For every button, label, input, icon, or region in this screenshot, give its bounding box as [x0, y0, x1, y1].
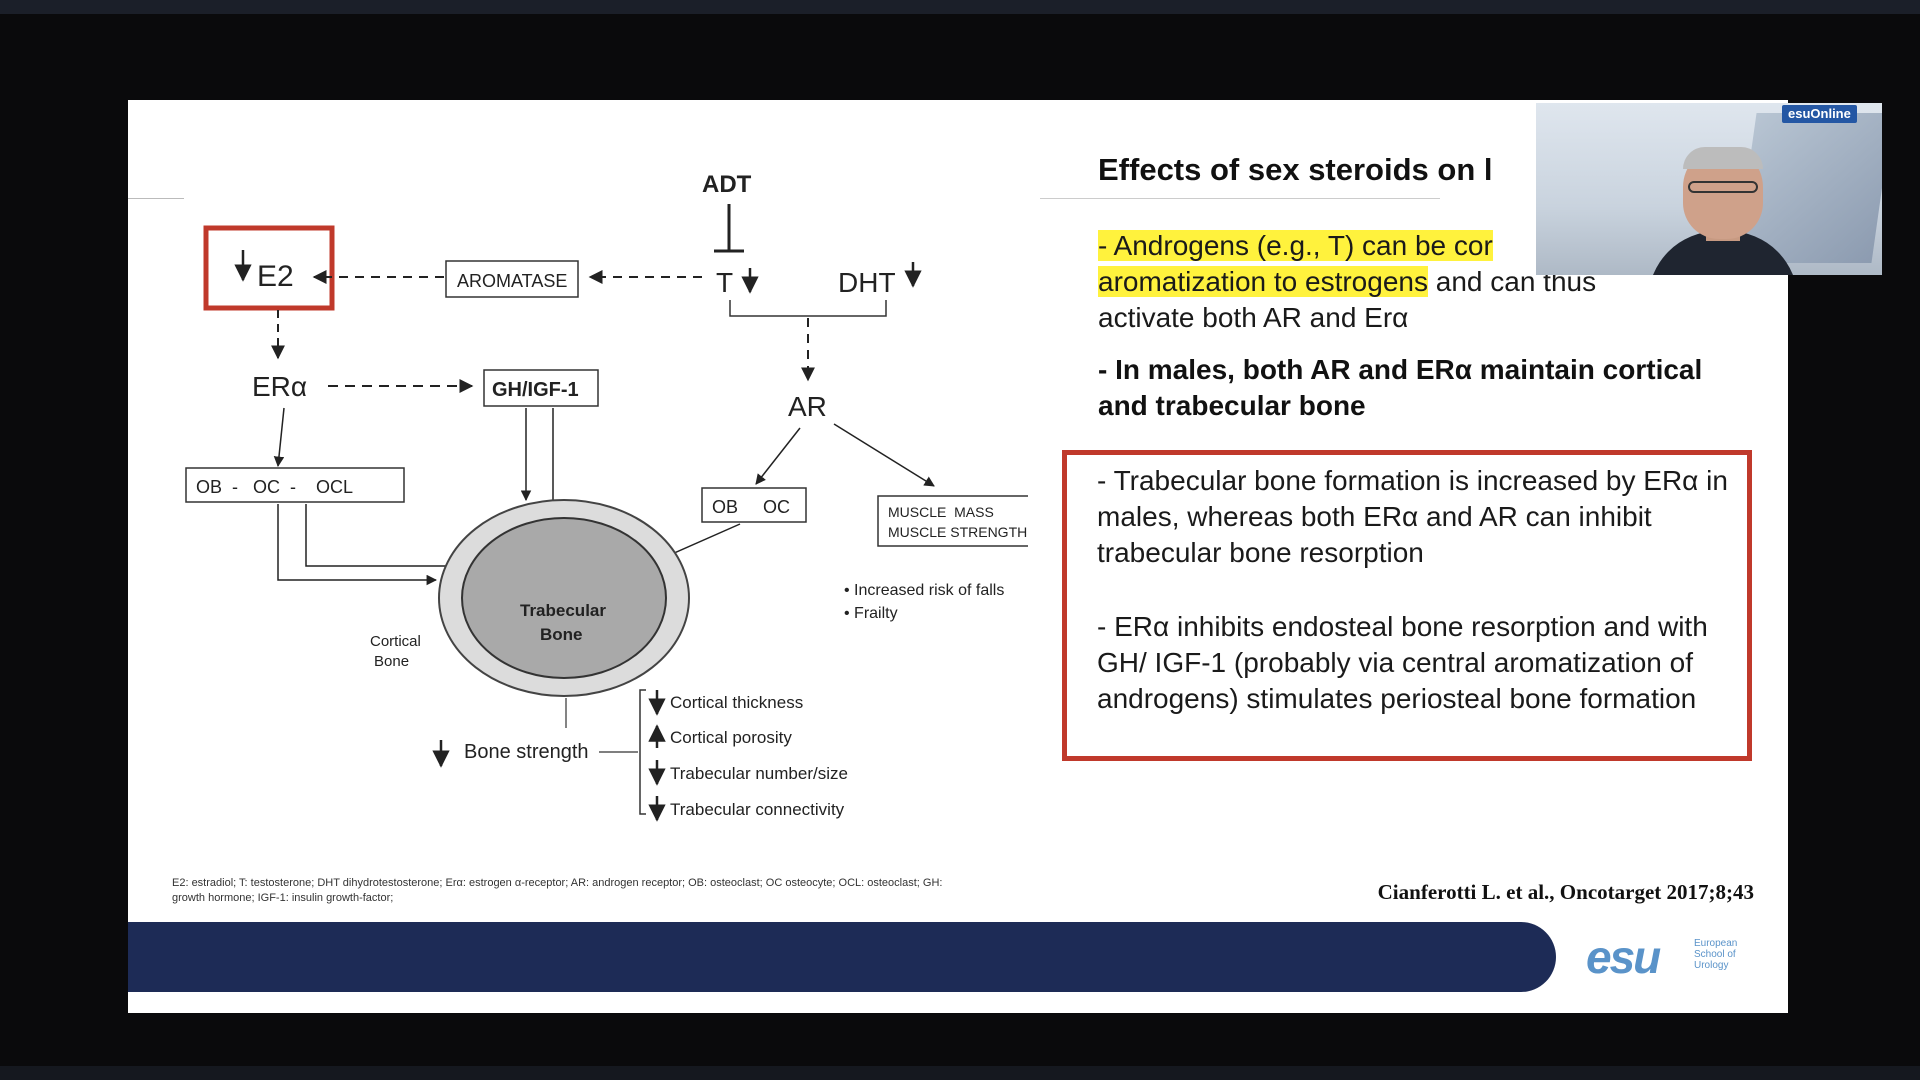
aromatase-box: [445, 260, 579, 298]
trabecular-label-1: Trabecular: [520, 601, 606, 620]
esu-logo: esu European School of Urology: [1586, 931, 1766, 983]
t-dht-bracket: [729, 300, 887, 317]
risk-falls-label: • Increased risk of falls: [844, 582, 1004, 599]
speaker-glasses: [1688, 181, 1758, 193]
ob-oc-ocl-box: [185, 467, 405, 503]
ob-oc-box: [701, 487, 807, 523]
presentation-slide: ADT E2 AROMATASE T DHT ERα GH/IGF-1 AR: [128, 100, 1788, 1013]
speaker-hair: [1683, 147, 1763, 169]
trabecular-bone-shape: [461, 517, 667, 679]
logo-sub-line-1: European: [1694, 938, 1738, 949]
logo-sub-line-3: Urology: [1694, 960, 1729, 971]
ar-to-ob-oc-arrow: [755, 427, 801, 485]
top-dark-bar: [0, 0, 1920, 14]
muscle-box: [877, 495, 1028, 547]
slide-rule-left: [128, 198, 184, 199]
effect-trabecular-number: Trabecular number/size: [670, 764, 848, 783]
highlight-a: - Androgens (e.g., T) can be cor: [1098, 230, 1493, 261]
ar-label: AR: [788, 391, 827, 422]
effect-cortical-porosity: Cortical porosity: [670, 728, 792, 747]
slide-rule-right: [1040, 198, 1440, 199]
ob-oc-ocl-label: OB - OC - OCL: [196, 477, 353, 497]
highlight-b: aromatization to estrogens: [1098, 266, 1428, 297]
endosteal-resorption-text: - ERα inhibits endosteal bone resorption…: [1097, 611, 1708, 714]
era-to-ob-arrow: [273, 407, 285, 468]
muscle-strength-label: MUSCLE STRENGTH: [888, 524, 1027, 540]
bottom-dark-bar: [0, 1066, 1920, 1080]
ob-to-cortex-arrow: [277, 504, 438, 586]
oc-to-trabecular-arrow: [305, 504, 510, 572]
logo-sub-line-2: School of: [1694, 949, 1736, 960]
era-label: ERα: [252, 371, 307, 402]
trabecular-label-2: Bone: [540, 625, 583, 644]
males-paragraph: - In males, both AR and ERα maintain cor…: [1098, 354, 1703, 421]
footer-band: [128, 922, 1556, 992]
adt-label: ADT: [702, 171, 752, 198]
para1-rest-b: activate both AR and Erα: [1098, 302, 1409, 333]
e2-label: E2: [257, 260, 294, 293]
dht-label: DHT: [838, 267, 896, 298]
speaker-webcam: [1536, 103, 1882, 275]
esu-logo-word: esu: [1586, 931, 1661, 983]
abbreviations-footnote: E2: estradiol; T: testosterone; DHT dihy…: [172, 877, 943, 904]
slide-title: Effects of sex steroids on l: [1098, 152, 1493, 187]
trabecular-formation-text: - Trabecular bone formation is increased…: [1097, 465, 1728, 568]
ar-to-muscle-arrow: [833, 423, 935, 487]
esu-logo-subtitle: European School of Urology: [1694, 938, 1737, 971]
effects-bracket: [639, 689, 646, 815]
effect-cortical-thickness: Cortical thickness: [670, 693, 803, 712]
aromatase-label: AROMATASE: [457, 271, 567, 291]
e2-highlight-box: [203, 225, 335, 311]
sex-steroids-diagram: ADT E2 AROMATASE T DHT ERα GH/IGF-1 AR: [185, 171, 1028, 822]
citation: Cianferotti L. et al., Oncotarget 2017;8…: [1377, 880, 1754, 904]
gh-igf-box: [483, 369, 599, 407]
ob-oc-label: OB OC: [712, 497, 790, 517]
bone-strength-label: Bone strength: [464, 741, 589, 763]
t-label: T: [716, 267, 733, 298]
muscle-mass-label: MUSCLE MASS: [888, 504, 994, 520]
effect-trabecular-connectivity: Trabecular connectivity: [670, 800, 845, 819]
key-points-box: - Trabecular bone formation is increased…: [1062, 450, 1752, 761]
cortical-label-2: Bone: [374, 653, 409, 670]
frailty-label: • Frailty: [844, 605, 898, 622]
esu-online-badge: esuOnline: [1782, 105, 1857, 123]
cortical-label-1: Cortical: [370, 633, 421, 650]
gh-igf-label: GH/IGF-1: [492, 379, 579, 401]
